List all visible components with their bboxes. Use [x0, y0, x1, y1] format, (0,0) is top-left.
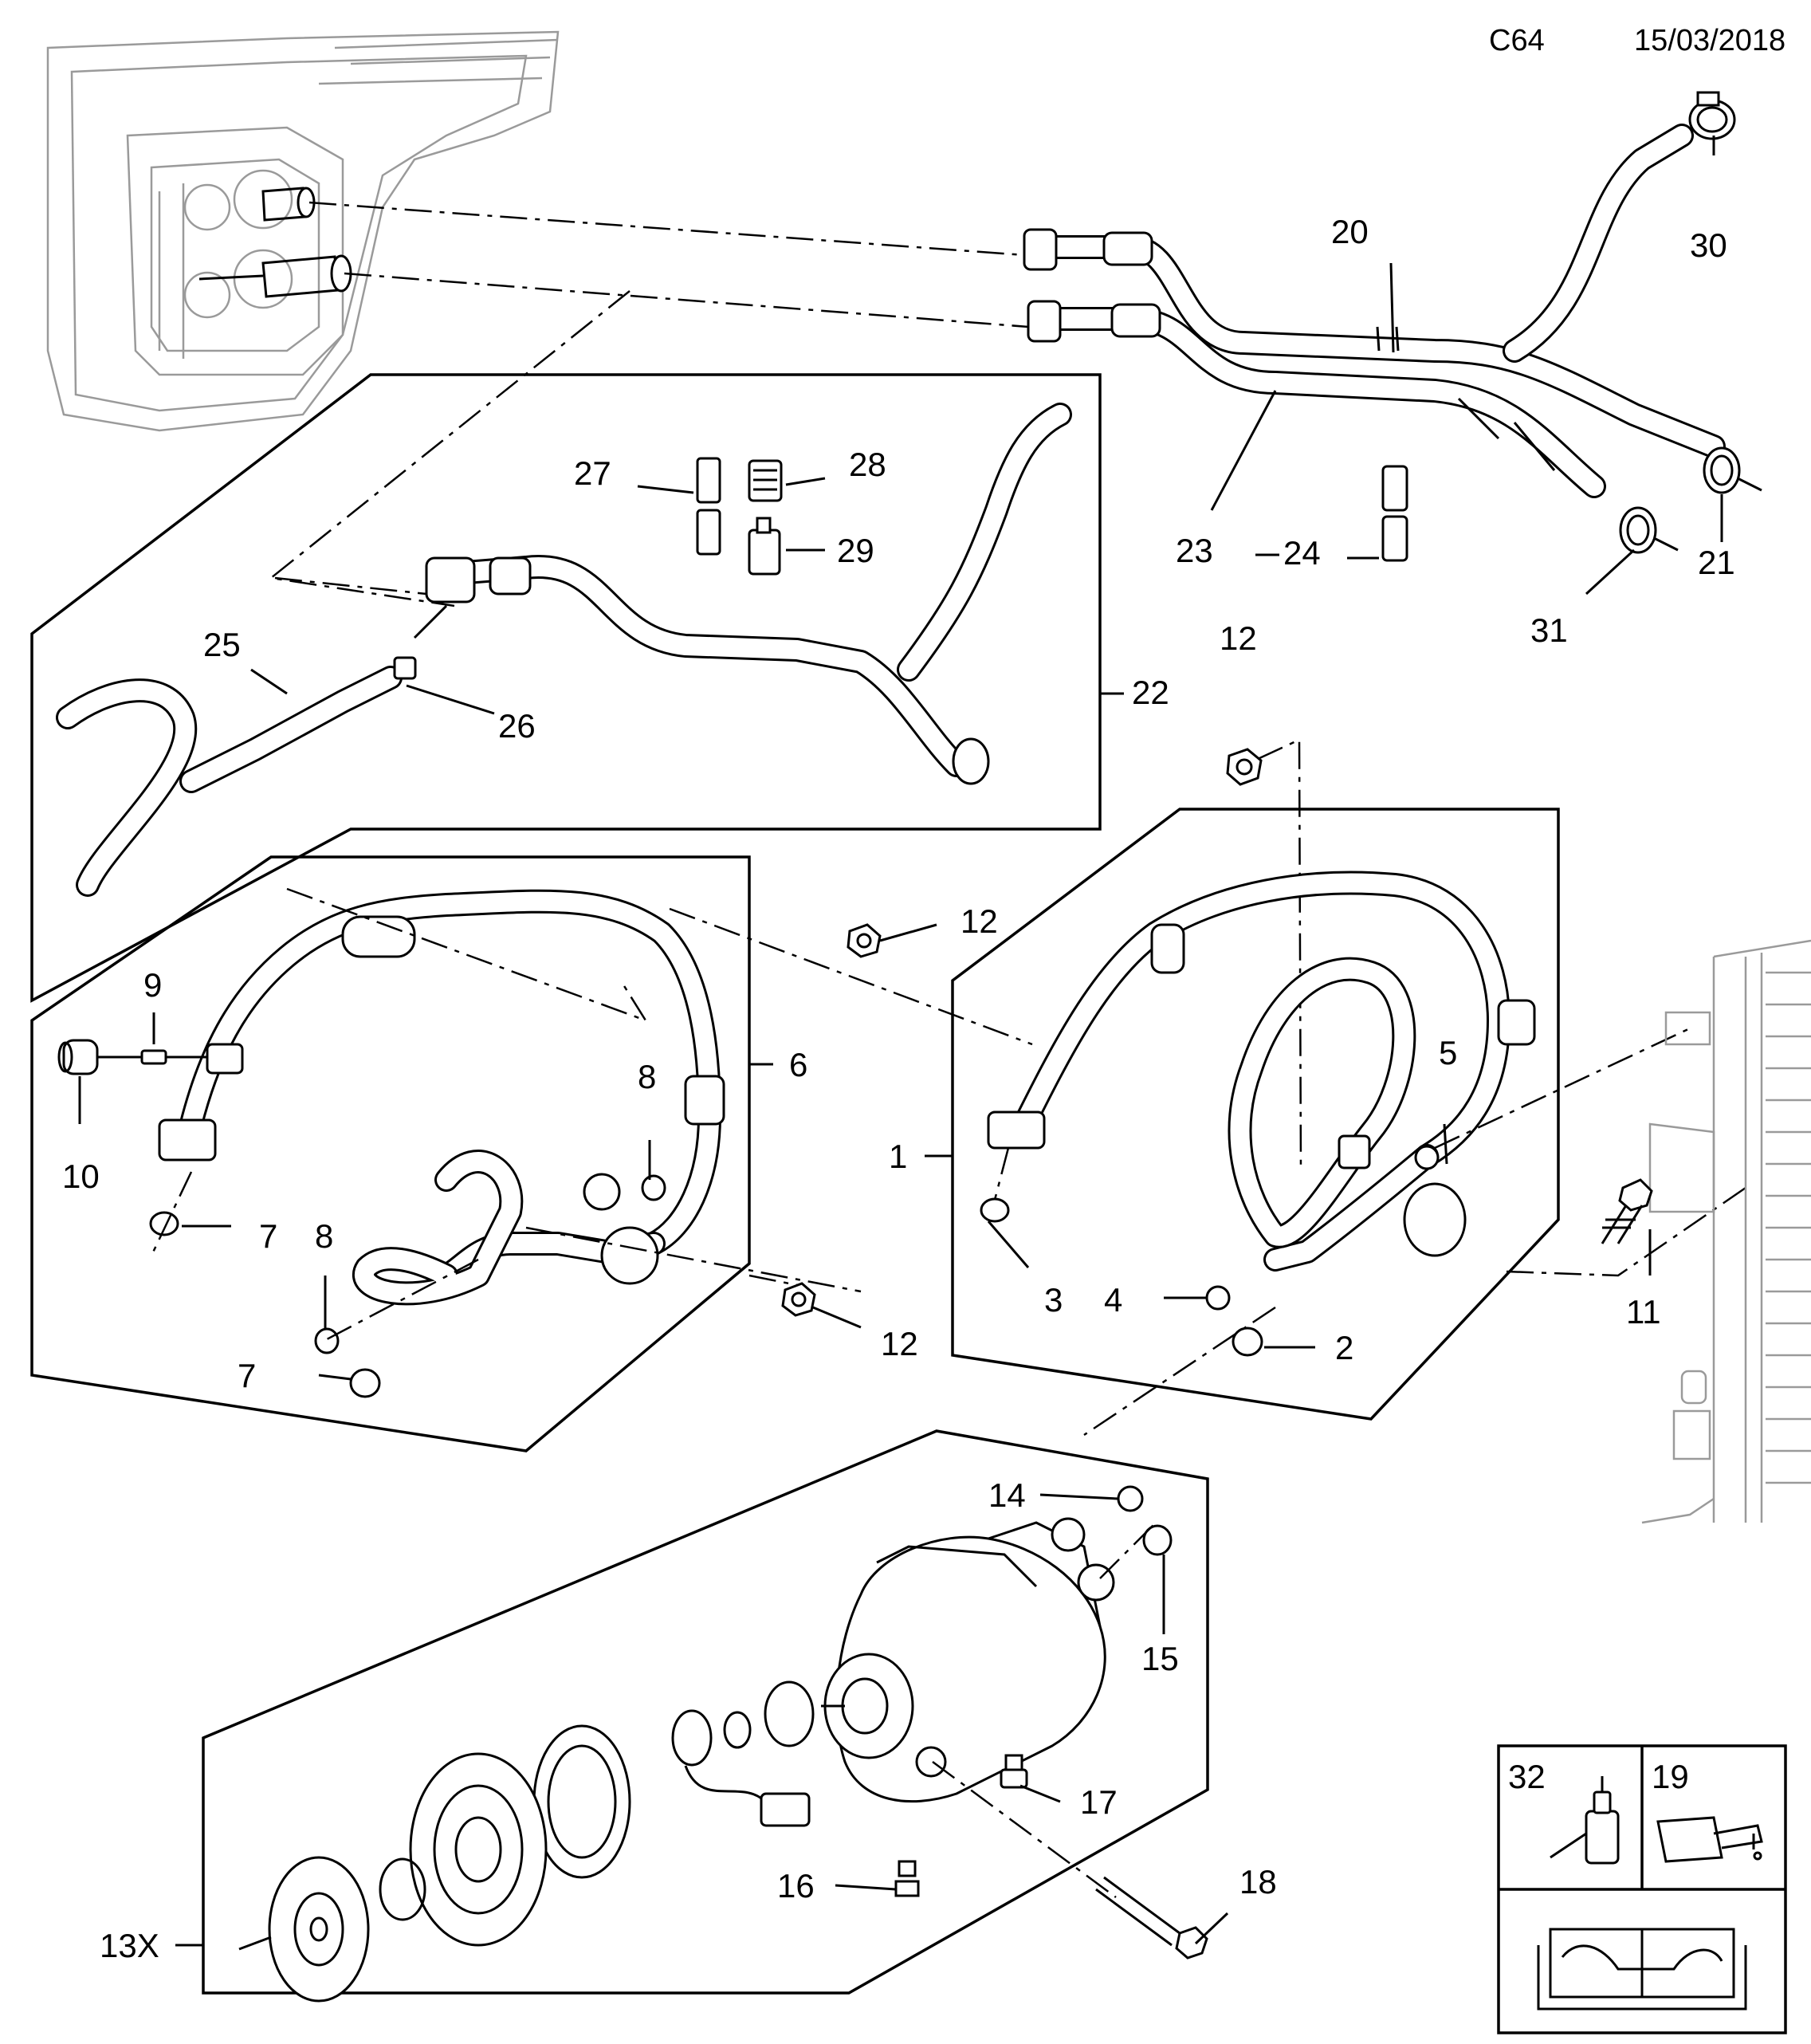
leader-dashed [525, 1226, 862, 1293]
bolt-16 [894, 1860, 920, 1897]
group-frame-6 [30, 855, 751, 1452]
service-valve-9 [97, 1043, 244, 1075]
hose-bracket-24 [1381, 465, 1408, 562]
leader-dashed [308, 201, 1025, 257]
group-frame-22 [30, 373, 1102, 1003]
heater-housing [46, 30, 560, 432]
leader-dashed [669, 907, 1033, 1046]
group-frame-1 [951, 808, 1560, 1421]
o-ring-5 [1414, 1145, 1440, 1170]
nut-12-top [1226, 738, 1302, 1173]
callout-12-middle: 12 [960, 902, 998, 940]
o-ring-4 [1205, 1285, 1231, 1311]
nut-12-middle [847, 923, 937, 958]
heater-core-pipe-stubs [198, 187, 352, 298]
service-cap-10 [57, 1039, 99, 1075]
o-ring-15 [1142, 1524, 1173, 1556]
connector-clip-27 [696, 457, 721, 556]
heater-hose-kit-22 [56, 403, 1072, 897]
callout-12-top: 12 [1220, 619, 1257, 657]
diagram-date: 15/03/2018 [1634, 24, 1786, 57]
callout-14: 14 [988, 1476, 1026, 1514]
callout-7-upper: 7 [259, 1217, 277, 1255]
clutch-pulley-assembly [238, 1724, 631, 2003]
callout-23: 23 [1176, 532, 1213, 569]
o-ring-14 [1117, 1485, 1144, 1512]
callout-11: 11 [1626, 1293, 1661, 1331]
callout-26: 26 [498, 707, 536, 745]
condenser [1641, 939, 1811, 1524]
callout-30: 30 [1690, 226, 1727, 264]
refrigerant-line-1 [987, 871, 1536, 1272]
callout-29: 29 [837, 532, 874, 569]
callout-6: 6 [789, 1046, 807, 1083]
refrigerant-line-6 [158, 889, 725, 1306]
ac-compressor [821, 1517, 1115, 1803]
legend-label-19: 19 [1652, 1758, 1689, 1795]
callout-2: 2 [1335, 1329, 1353, 1366]
clutch-coil-connector [671, 1680, 815, 1827]
callout-22: 22 [1132, 674, 1169, 711]
callout-13x: 13X [100, 1927, 159, 1964]
o-ring-3 [980, 1197, 1010, 1223]
adhesive-bottle-icon [1550, 1776, 1620, 1865]
callout-31: 31 [1530, 611, 1568, 649]
callout-5: 5 [1439, 1034, 1457, 1071]
oil-can-icon [1656, 1816, 1763, 1863]
leader-dashed [1083, 1306, 1276, 1437]
callout-3: 3 [1044, 1281, 1063, 1319]
callout-25: 25 [203, 626, 241, 663]
callout-12-lower: 12 [881, 1325, 918, 1362]
callout-21: 21 [1698, 544, 1735, 581]
workshop-manual-icon [1537, 1928, 1747, 2011]
callout-7-lower: 7 [238, 1357, 256, 1394]
callout-labels: 20 30 21 31 23 24 22 27 28 29 25 26 12 1… [62, 213, 1735, 1964]
leader-dashed [344, 272, 1029, 328]
leader-dashed [326, 1258, 479, 1341]
callout-20: 20 [1331, 213, 1369, 250]
plug-17 [1000, 1754, 1028, 1789]
leader-dashed [150, 1171, 193, 1256]
callout-27: 27 [574, 454, 611, 492]
callout-18: 18 [1239, 1863, 1277, 1901]
legend-label-32: 32 [1508, 1758, 1546, 1795]
callout-24: 24 [1283, 534, 1321, 572]
leader-lines [78, 136, 1723, 1947]
leader-dashed [932, 1760, 1117, 1899]
hose-clamp-31 [1619, 506, 1679, 554]
callout-28: 28 [849, 446, 886, 483]
callout-1: 1 [889, 1138, 907, 1175]
leader-dashed [268, 290, 631, 607]
callout-9: 9 [143, 966, 162, 1004]
connector-clip-28 [748, 459, 783, 502]
bolt-11 [1601, 1178, 1653, 1244]
leader-dashed [274, 576, 427, 596]
group-frame-13x [202, 1429, 1209, 1995]
leader-dashed [1506, 1186, 1746, 1277]
o-ring-8-upper [641, 1174, 666, 1201]
diagram-code: C64 [1489, 24, 1545, 57]
o-ring-7-upper [149, 1211, 179, 1236]
legend-box [1497, 1744, 1787, 2034]
callout-8-upper: 8 [638, 1058, 656, 1095]
connector-clip-29 [748, 517, 781, 576]
callout-15: 15 [1141, 1640, 1179, 1677]
callout-17: 17 [1080, 1783, 1118, 1821]
o-ring-7-lower [349, 1368, 381, 1398]
heater-hose-assembly [1023, 124, 1726, 498]
callout-8-lower: 8 [315, 1217, 333, 1255]
callout-16: 16 [777, 1867, 815, 1904]
o-ring-2 [1232, 1327, 1263, 1357]
hose-clamp-21 [1703, 446, 1762, 494]
hose-clamp-30 [1688, 91, 1736, 140]
leader-dashed [993, 1147, 1010, 1201]
callout-10: 10 [62, 1158, 100, 1195]
o-ring-8-lower [314, 1327, 340, 1354]
leader-dashed [1099, 1522, 1157, 1579]
nut-12-lower [748, 1274, 816, 1317]
callout-4: 4 [1104, 1281, 1122, 1319]
bolt-18 [1095, 1876, 1208, 1959]
